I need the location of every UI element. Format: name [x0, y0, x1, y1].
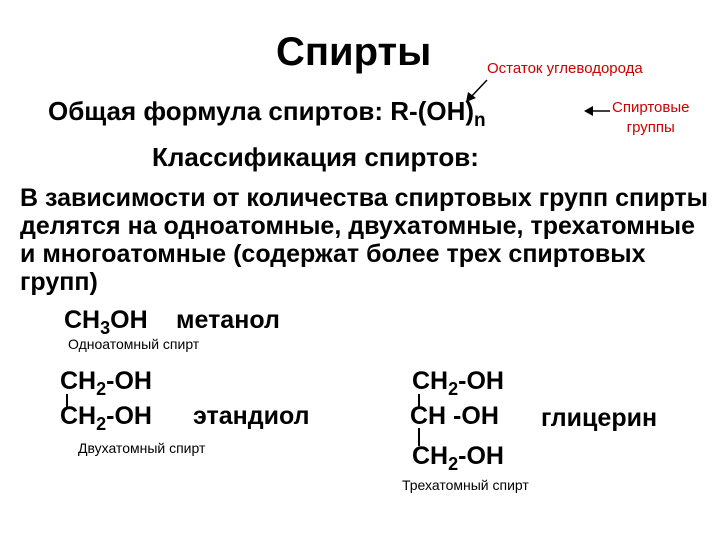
glycerol-caption: Трехатомный спирт [402, 477, 529, 493]
glycerol-l3-ch: CH [412, 442, 449, 470]
ethanediol-l1-oh: -OH [106, 367, 152, 395]
glycerol-name: глицерин [541, 404, 658, 432]
glycerol-line2: CH -OH [410, 402, 499, 430]
formula-text: Общая формула спиртов: R-(OH) [48, 96, 475, 126]
general-formula: Общая формула спиртов: R-(OH)n [48, 96, 486, 132]
ethanediol-name: этандиол [193, 402, 310, 430]
methanol-name: метанол [176, 306, 280, 334]
residue-arrow-icon [469, 79, 488, 99]
glycerol-l1-ch: CH [412, 367, 449, 395]
classification-heading: Классификация спиртов: [152, 142, 479, 172]
ethanediol-caption: Двухатомный спирт [78, 440, 206, 456]
ethanediol-bond [66, 394, 68, 408]
ethanediol-l2-sub: 2 [96, 414, 107, 434]
ethanediol-l1-sub: 2 [96, 379, 107, 399]
annotation-groups-line1: Спиртовые [612, 99, 690, 116]
residue-arrowhead-icon [466, 92, 476, 102]
ethanediol-l1-ch: CH [60, 367, 97, 395]
glycerol-l1-oh: -OH [458, 367, 504, 395]
glycerol-line3: CH2-OH [412, 442, 504, 475]
ethanediol-l2-ch: CH [60, 402, 97, 430]
formula-subscript: n [474, 110, 486, 132]
classification-paragraph: В зависимости от количества спиртовых гр… [20, 184, 709, 296]
ethanediol-line1: CH2-OH [60, 367, 152, 400]
ethanediol-l2-oh: -OH [106, 402, 152, 430]
glycerol-l3-sub: 2 [448, 454, 459, 474]
glycerol-l3-oh: -OH [458, 442, 504, 470]
methanol-caption: Одноатомный спирт [68, 336, 200, 352]
glycerol-l1-sub: 2 [448, 379, 459, 399]
hydrocarbon-residue-annotation: Остаток углеводорода [487, 60, 643, 77]
glycerol-bond-upper [418, 394, 420, 408]
ethanediol-line2: CH2-OH [60, 402, 152, 435]
glycerol-bond-lower [418, 428, 420, 446]
methanol-ch: CH [64, 306, 101, 334]
methanol-sub: 3 [100, 318, 111, 338]
glycerol-line1: CH2-OH [412, 367, 504, 400]
methanol-oh: OH [110, 306, 148, 334]
annotation-groups-line2: группы [626, 119, 675, 136]
groups-arrowhead-icon [584, 106, 593, 116]
methanol-formula: CH3OH [64, 306, 148, 339]
page-title: Спирты [276, 30, 432, 74]
alcohol-groups-annotation: Спиртовые группы [612, 98, 689, 138]
